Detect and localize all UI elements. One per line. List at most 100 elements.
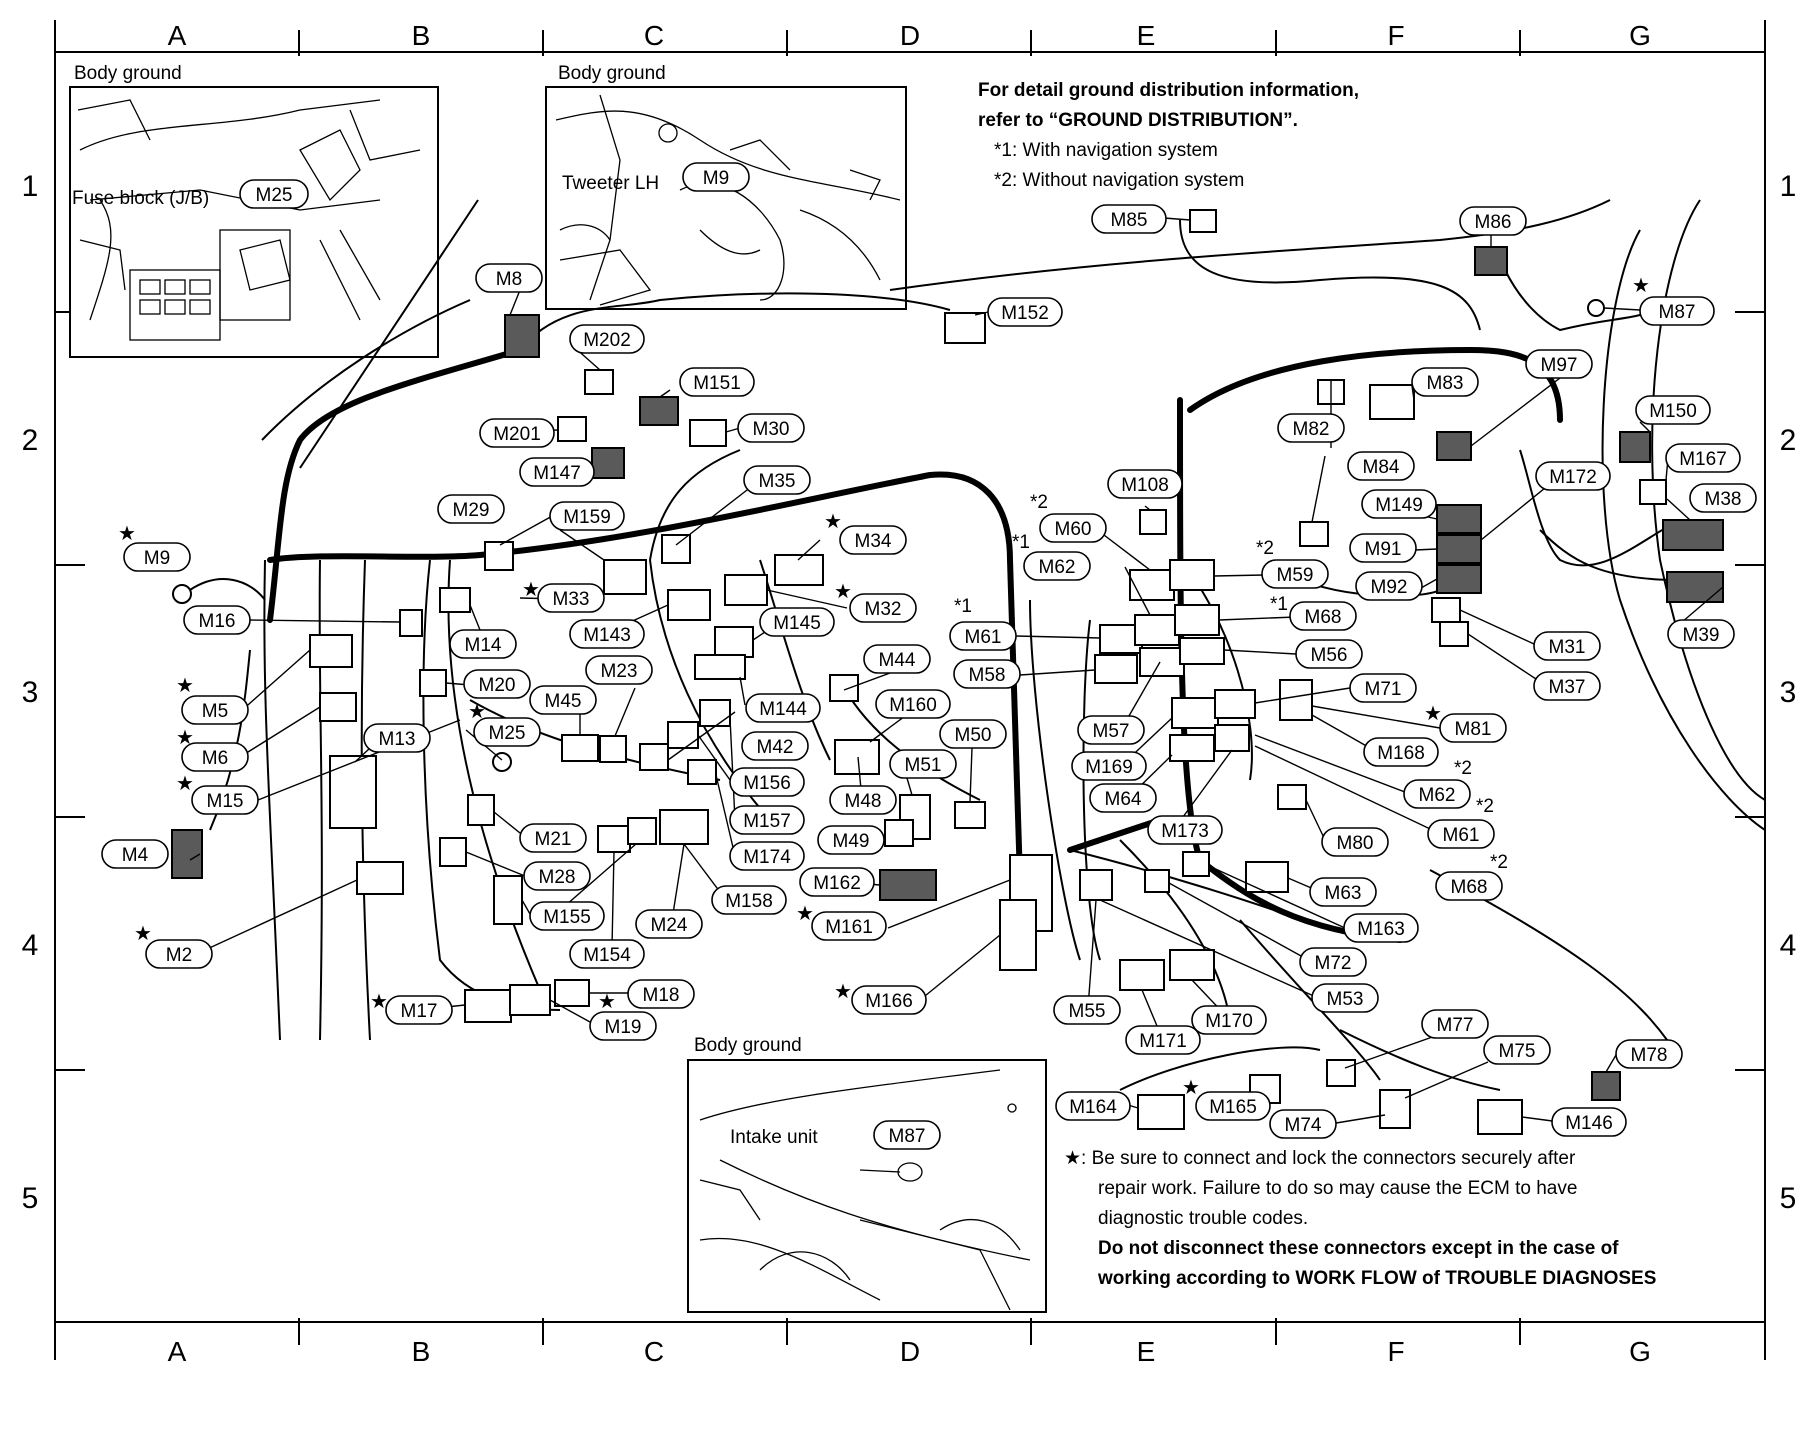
svg-text:M44: M44 bbox=[879, 650, 916, 671]
warning-line2: repair work. Failure to do so may cause … bbox=[1098, 1178, 1577, 1199]
callout-m160: M160 bbox=[875, 689, 951, 719]
svg-text:M51: M51 bbox=[905, 755, 942, 776]
svg-text:M23: M23 bbox=[601, 661, 638, 682]
svg-text:M31: M31 bbox=[1549, 637, 1586, 658]
callout-m164: M164 bbox=[1055, 1091, 1131, 1121]
callout-m62: M62 bbox=[1023, 551, 1091, 581]
callout-m20: M20 bbox=[463, 669, 531, 699]
callout-m63: M63 bbox=[1309, 877, 1377, 907]
callout-m85: M85 bbox=[1091, 204, 1167, 234]
connector-m5 bbox=[309, 634, 353, 668]
svg-text:M87: M87 bbox=[1659, 302, 1696, 323]
connector-m156 bbox=[667, 721, 699, 749]
svg-text:M42: M42 bbox=[757, 737, 794, 758]
callout-m152: M152 bbox=[987, 297, 1063, 327]
callout-m61b: M61 bbox=[1427, 819, 1495, 849]
callout-m32: M32 bbox=[849, 593, 917, 623]
callout-m168: M168 bbox=[1363, 737, 1439, 767]
svg-text:M155: M155 bbox=[543, 907, 591, 928]
intake-label: Intake unit bbox=[730, 1127, 818, 1148]
connector-m38 bbox=[1662, 519, 1724, 551]
svg-text:M146: M146 bbox=[1565, 1113, 1613, 1134]
star-m34: ★ bbox=[824, 511, 842, 533]
svg-text:M147: M147 bbox=[533, 463, 581, 484]
inset-fuse-block: Body ground Fuse block (J/B) M25 bbox=[69, 63, 439, 358]
connector-m21 bbox=[467, 794, 495, 826]
connector-m145 bbox=[714, 626, 754, 658]
callout-m35: M35 bbox=[743, 465, 811, 495]
callout-m72: M72 bbox=[1299, 947, 1367, 977]
connector-m149 bbox=[1436, 504, 1482, 534]
star-m161: ★ bbox=[796, 903, 814, 925]
callout-m87: M87 bbox=[1639, 296, 1715, 326]
connector-m157 bbox=[699, 699, 731, 727]
col-label-g: G bbox=[1629, 20, 1651, 51]
svg-text:M34: M34 bbox=[855, 531, 892, 552]
callout-m74: M74 bbox=[1269, 1109, 1337, 1139]
connector-m97 bbox=[1436, 431, 1472, 461]
connector-m155 bbox=[493, 875, 523, 925]
connector-m144 bbox=[694, 654, 746, 680]
callout-m78: M78 bbox=[1615, 1039, 1683, 1069]
ground-terminal-m9 bbox=[172, 584, 192, 604]
callout-m71: M71 bbox=[1349, 673, 1417, 703]
callout-m144: M144 bbox=[745, 693, 821, 723]
callout-m4: M4 bbox=[101, 839, 169, 869]
svg-text:M25: M25 bbox=[489, 723, 526, 744]
connector-m35 bbox=[661, 534, 691, 564]
callout-m5: M5 bbox=[181, 695, 249, 725]
col-label-f: F bbox=[1387, 20, 1404, 51]
connector-m147 bbox=[591, 447, 625, 479]
callout-m202: M202 bbox=[569, 324, 645, 354]
note-ground-line2: refer to “GROUND DISTRIBUTION”. bbox=[978, 110, 1298, 131]
svg-text:M167: M167 bbox=[1679, 449, 1727, 470]
note-nav-with: *1: With navigation system bbox=[994, 140, 1218, 161]
callout-m163: M163 bbox=[1343, 913, 1419, 943]
callout-m145: M145 bbox=[759, 607, 835, 637]
connector-m59 bbox=[1169, 559, 1215, 591]
svg-text:M37: M37 bbox=[1549, 677, 1586, 698]
callout-m62b: M62 bbox=[1403, 779, 1471, 809]
svg-text:M15: M15 bbox=[207, 791, 244, 812]
callout-m51: M51 bbox=[889, 749, 957, 779]
callout-m143: M143 bbox=[569, 619, 645, 649]
svg-text:M84: M84 bbox=[1363, 457, 1400, 478]
connector-m171 bbox=[1119, 959, 1165, 991]
connector-m50 bbox=[954, 801, 986, 829]
svg-text:M150: M150 bbox=[1649, 401, 1697, 422]
callout-m68: M68 bbox=[1289, 601, 1357, 631]
svg-text:M168: M168 bbox=[1377, 743, 1425, 764]
nav-marker-m68b: *2 bbox=[1490, 852, 1508, 873]
callout-m59: M59 bbox=[1261, 559, 1329, 589]
callout-m82: M82 bbox=[1277, 413, 1345, 443]
connector-m19 bbox=[509, 984, 551, 1016]
star-m87: ★ bbox=[1632, 275, 1650, 297]
svg-text:M152: M152 bbox=[1001, 303, 1049, 324]
connector-m154 bbox=[597, 825, 631, 853]
star-m5: ★ bbox=[176, 675, 194, 697]
connector-m31 bbox=[1431, 597, 1461, 623]
callout-m38: M38 bbox=[1689, 483, 1757, 513]
row-label-3: 3 bbox=[22, 676, 39, 709]
star-m81: ★ bbox=[1424, 703, 1442, 725]
svg-text:M30: M30 bbox=[753, 419, 790, 440]
row-label-1-right: 1 bbox=[1780, 170, 1797, 203]
star-m25: ★ bbox=[468, 701, 486, 723]
callout-m169: M169 bbox=[1071, 751, 1147, 781]
grid-frame bbox=[54, 20, 1766, 1360]
connector-m48 bbox=[834, 739, 880, 775]
callout-m75: M75 bbox=[1483, 1035, 1551, 1065]
svg-text:M33: M33 bbox=[553, 589, 590, 610]
svg-text:M45: M45 bbox=[545, 691, 582, 712]
callout-m84: M84 bbox=[1347, 451, 1415, 481]
callout-m97: M97 bbox=[1525, 349, 1593, 379]
svg-text:M49: M49 bbox=[833, 831, 870, 852]
callout-m77: M77 bbox=[1421, 1009, 1489, 1039]
svg-text:M63: M63 bbox=[1325, 883, 1362, 904]
connector-m80 bbox=[1277, 784, 1307, 810]
svg-text:M48: M48 bbox=[845, 791, 882, 812]
row-label-2: 2 bbox=[22, 424, 39, 457]
connector-m45 bbox=[561, 734, 599, 762]
row-label-3-right: 3 bbox=[1780, 676, 1797, 709]
